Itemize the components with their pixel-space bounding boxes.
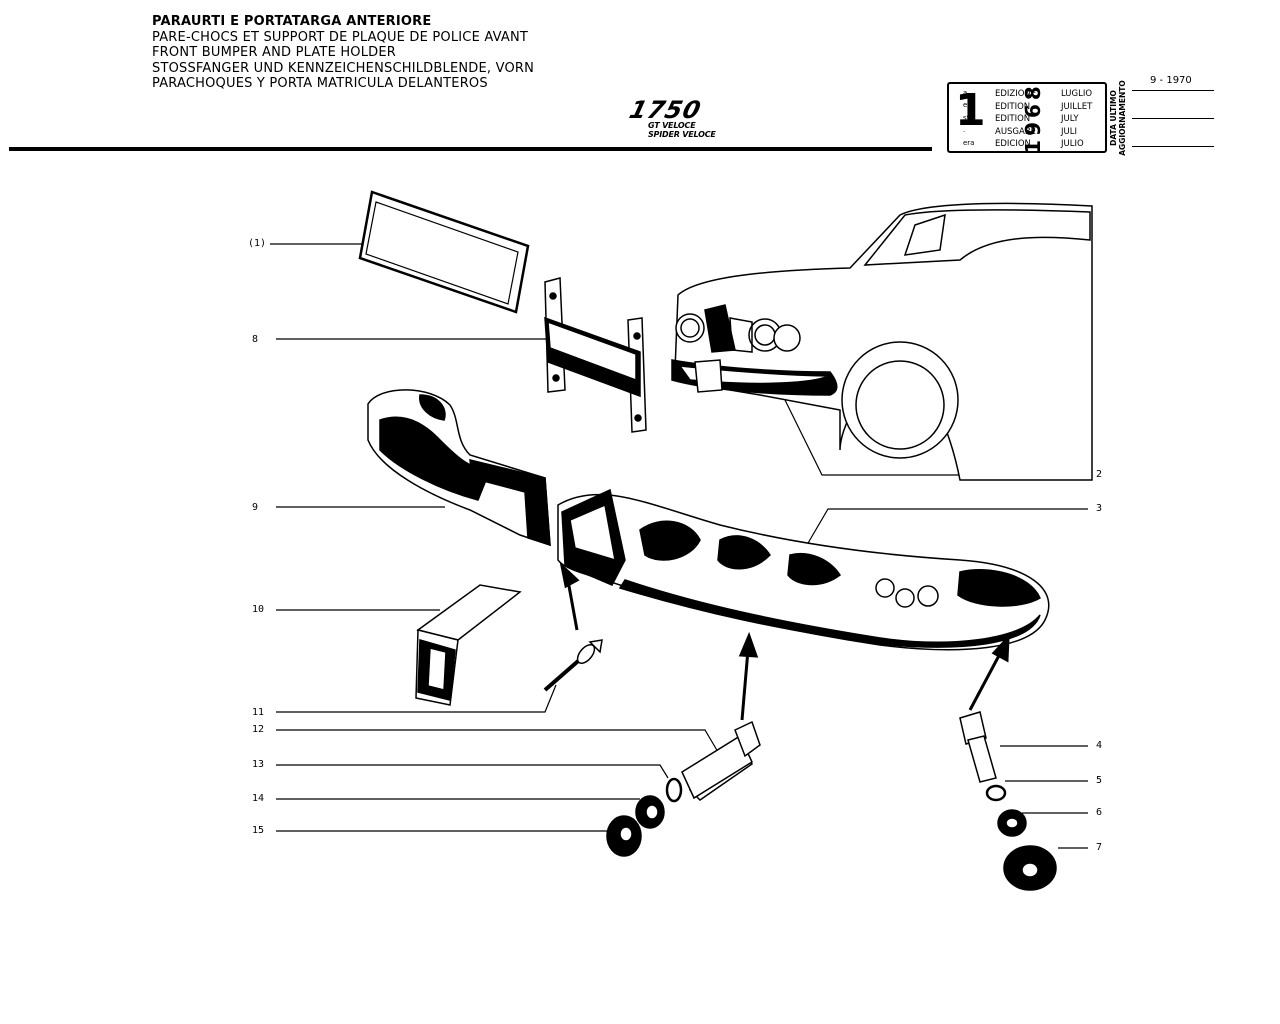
rubber-washer-part-7 bbox=[1003, 845, 1057, 891]
callout-6: 6 bbox=[1096, 807, 1103, 818]
bracket-part-10 bbox=[415, 584, 522, 706]
variant-gt-veloce: GT VELOCE bbox=[648, 121, 696, 130]
callout-13: 13 bbox=[252, 759, 265, 770]
title-italian: PARAURTI E PORTATARGA ANTERIORE bbox=[152, 14, 432, 29]
callout-5: 5 bbox=[1096, 775, 1103, 786]
bolt-part-4 bbox=[959, 711, 997, 783]
callout-2: 2 bbox=[1096, 469, 1103, 480]
left-bumper-end-part-9 bbox=[367, 389, 551, 547]
header-rule bbox=[9, 147, 932, 151]
plate-holder-bracket-part-8 bbox=[544, 277, 647, 433]
edition-suffix: st bbox=[963, 114, 970, 122]
edition-suffix: ere bbox=[963, 101, 975, 109]
callout-10: 10 bbox=[252, 604, 265, 615]
edition-month: LUGLIO bbox=[1061, 89, 1093, 99]
leader-line-3 bbox=[803, 508, 1088, 551]
edition-box: 1 a ere st . era EDIZIONE EDITION EDITIO… bbox=[947, 82, 1107, 154]
washer-part-6 bbox=[997, 809, 1027, 837]
update-line bbox=[1132, 90, 1214, 91]
leader-line-12 bbox=[276, 729, 719, 753]
lock-washer-part-5 bbox=[985, 784, 1007, 802]
callout-12: 12 bbox=[252, 724, 265, 735]
model-variants: GT VELOCE SPIDER VELOCE bbox=[648, 121, 716, 139]
edition-month: JUILLET bbox=[1061, 101, 1093, 112]
edition-number: 1 bbox=[955, 85, 986, 136]
title-german: STOSSFANGER UND KENNZEICHENSCHILDBLENDE,… bbox=[152, 60, 535, 76]
bolt-part-12 bbox=[681, 720, 761, 801]
plate-frame-part-1 bbox=[358, 190, 530, 314]
title-english: FRONT BUMPER AND PLATE HOLDER bbox=[152, 45, 397, 61]
edition-month: JULI bbox=[1061, 126, 1077, 137]
rivet-part-11 bbox=[543, 639, 603, 692]
callout-8: 8 bbox=[252, 334, 259, 345]
callout-15: 15 bbox=[252, 825, 265, 836]
leader-line-11 bbox=[276, 684, 557, 713]
edition-labels: EDIZIONE EDITION EDITION AUSGABE EDICION bbox=[995, 88, 1036, 151]
callout-14: 14 bbox=[252, 793, 265, 804]
rubber-washer-part-15 bbox=[606, 815, 642, 857]
edition-month: JULIO bbox=[1061, 139, 1084, 149]
edition-label: AUSGABE bbox=[995, 126, 1037, 137]
callout-4: 4 bbox=[1096, 740, 1103, 751]
leader-line-13 bbox=[276, 764, 669, 779]
main-bumper-part-3 bbox=[557, 488, 1050, 651]
mount-arrows bbox=[559, 561, 1010, 721]
edition-label: EDITION bbox=[995, 114, 1031, 124]
title-spanish: PARACHOQUES Y PORTA MATRICULA DELANTEROS bbox=[152, 76, 488, 92]
variant-spider-veloce: SPIDER VELOCE bbox=[648, 129, 716, 139]
update-line bbox=[1132, 118, 1214, 119]
callout-11: 11 bbox=[252, 707, 265, 718]
callout-1: (1) bbox=[248, 238, 267, 249]
callout-9: 9 bbox=[252, 502, 259, 513]
update-line bbox=[1132, 146, 1214, 147]
callout-7: 7 bbox=[1096, 842, 1103, 853]
edition-suffix: . bbox=[963, 126, 966, 134]
edition-label: EDIZIONE bbox=[995, 89, 1037, 99]
edition-month: JULY bbox=[1061, 114, 1079, 124]
edition-months: LUGLIO JUILLET JULY JULI JULIO bbox=[1061, 88, 1092, 151]
car-front-illustration bbox=[671, 202, 1093, 481]
edition-label: EDICION bbox=[995, 139, 1031, 149]
title-block: PARAURTI E PORTATARGA ANTERIORE PARE-CHO… bbox=[152, 14, 534, 92]
update-date: 9 - 1970 bbox=[1150, 75, 1192, 86]
edition-label: EDITION bbox=[995, 101, 1031, 112]
washer-part-14 bbox=[635, 795, 665, 829]
edition-suffix: era bbox=[963, 139, 975, 147]
title-french: PARE-CHOCS ET SUPPORT DE PLAQUE DE POLIC… bbox=[152, 29, 529, 45]
lock-washer-part-13 bbox=[665, 777, 683, 803]
edition-suffix: a bbox=[963, 89, 968, 97]
callout-3: 3 bbox=[1096, 503, 1103, 514]
